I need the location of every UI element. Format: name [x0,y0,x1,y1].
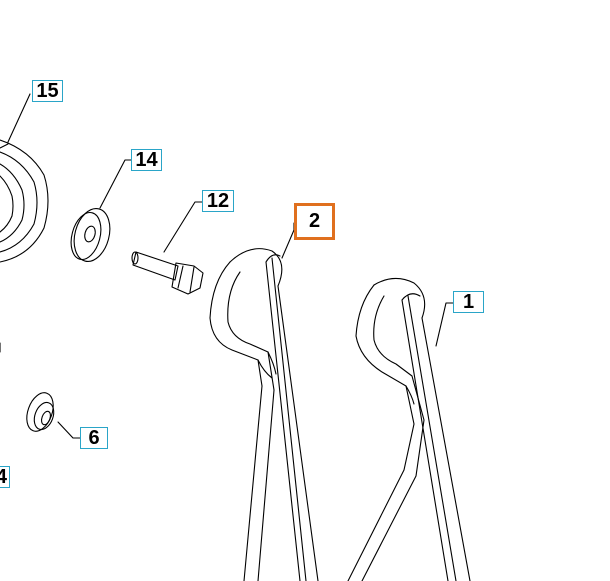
callout-2-highlighted: 2 [294,203,335,240]
bolt-part-12 [131,201,204,295]
callout-12: 12 [202,190,234,212]
nut-part-6 [26,392,81,439]
lever-arm-part-2 [209,222,319,581]
lever-arm-part-1 [347,277,471,581]
pulley-part-15 [0,93,49,263]
callout-15: 15 [32,80,63,102]
callout-1: 1 [453,291,484,313]
washer-part-14 [70,159,132,262]
callout-6: 6 [80,427,108,449]
callout-14: 14 [131,149,162,171]
callout-4: 4 [0,466,10,488]
